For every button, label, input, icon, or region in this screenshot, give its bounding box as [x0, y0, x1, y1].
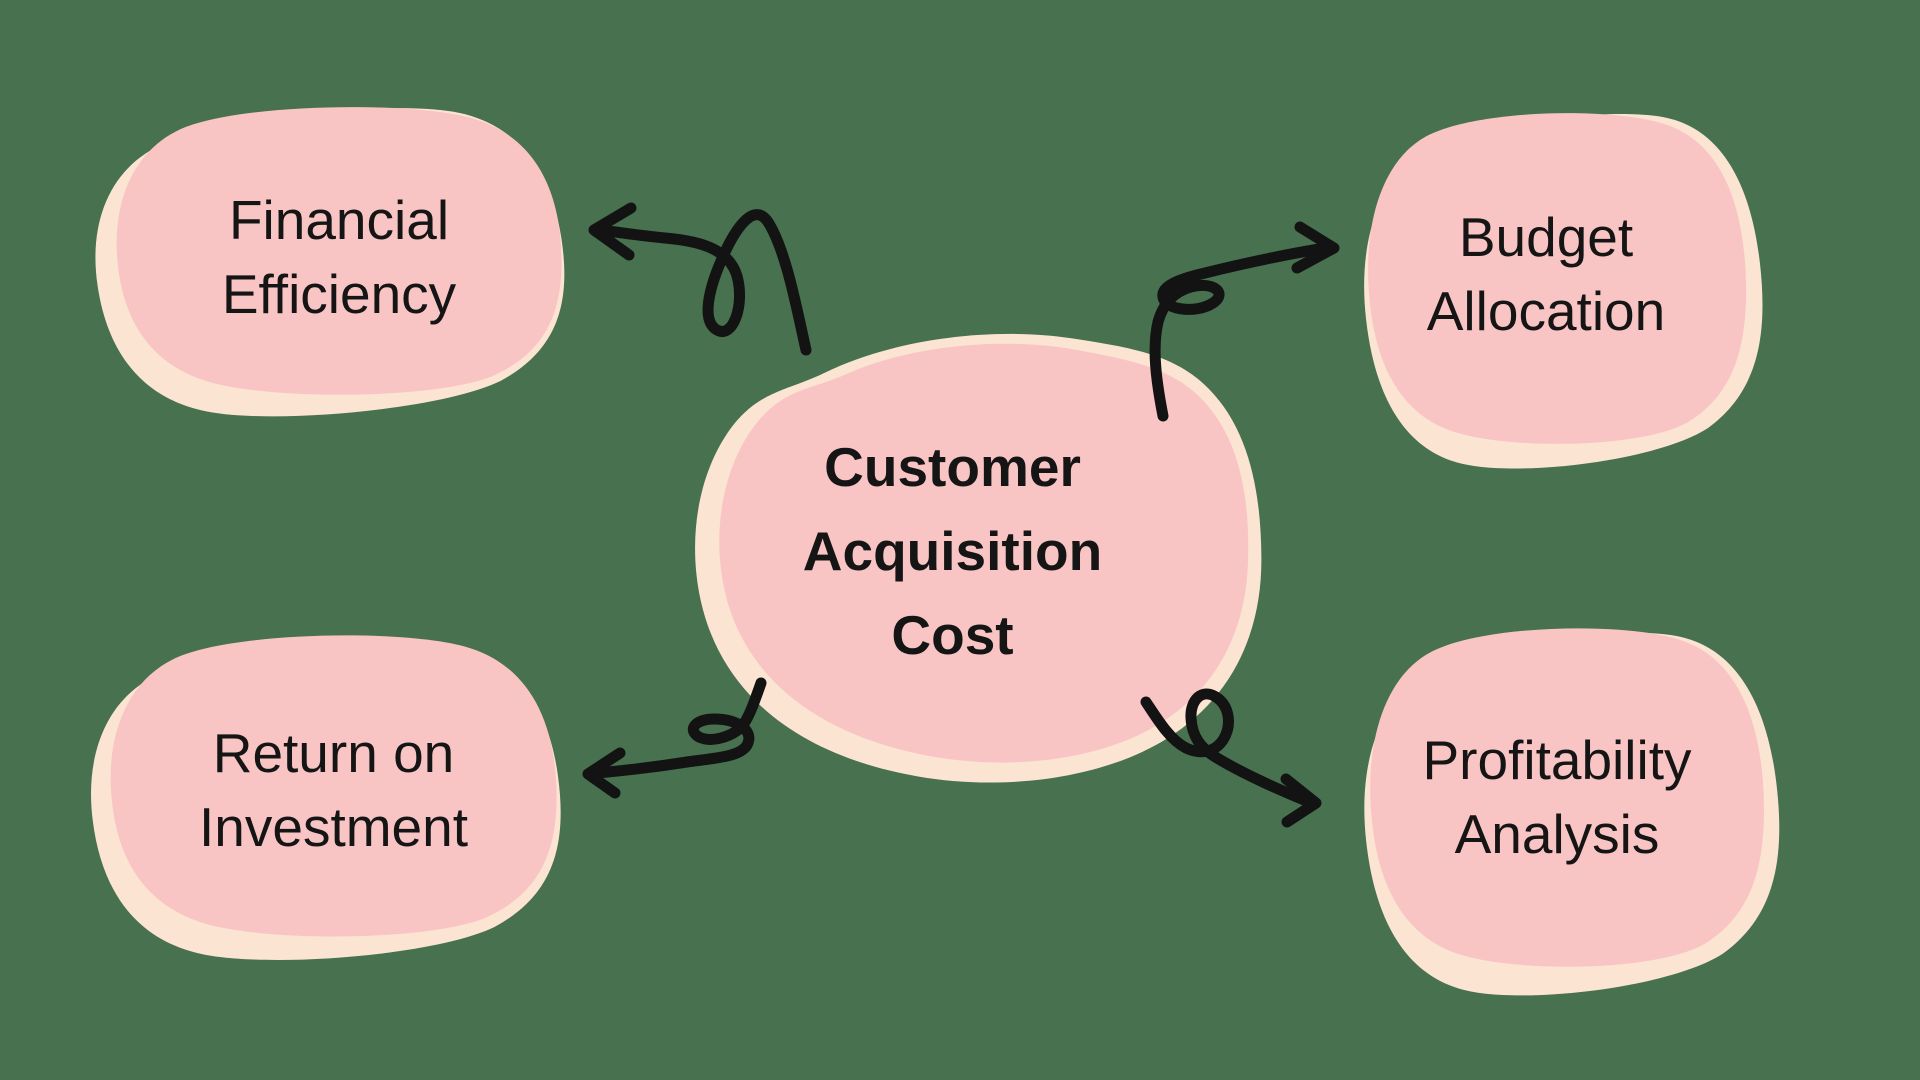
label-line: Customer: [824, 436, 1081, 498]
label-line: Analysis: [1454, 802, 1660, 865]
label-line: Return on: [212, 722, 455, 784]
node-profitability-analysis[interactable]: Profitability Analysis: [1353, 614, 1790, 1015]
label-line: Allocation: [1426, 279, 1666, 342]
node-financial-efficiency[interactable]: Financial Efficiency: [83, 92, 576, 433]
node-label-budget-allocation: Budget Allocation: [1365, 105, 1749, 450]
arrow-curl: [594, 209, 812, 356]
label-line: Budget: [1458, 205, 1634, 268]
node-label-return-on-investment: Return on Investment: [107, 628, 560, 942]
arrowhead-icon: [1280, 773, 1322, 828]
label-line: Financial: [228, 189, 450, 251]
label-line: Investment: [198, 796, 468, 858]
arrowhead-icon: [1291, 221, 1340, 274]
node-label-financial-efficiency: Financial Efficiency: [113, 100, 565, 400]
arrowhead-icon: [582, 747, 626, 799]
node-budget-allocation[interactable]: Budget Allocation: [1353, 96, 1773, 488]
arrowhead-icon: [588, 202, 637, 261]
arrow-to-financial-efficiency: [588, 202, 812, 356]
node-customer-acquisition-cost[interactable]: Customer Acquisition Cost: [687, 325, 1270, 793]
label-line: Acquisition: [802, 520, 1103, 582]
node-label-profitability-analysis: Profitability Analysis: [1367, 620, 1767, 973]
label-line: Profitability: [1422, 728, 1692, 791]
label-line: Efficiency: [221, 263, 457, 325]
node-return-on-investment[interactable]: Return on Investment: [81, 625, 571, 975]
label-line: Cost: [891, 604, 1014, 666]
node-label-customer-acquisition-cost: Customer Acquisition Cost: [706, 334, 1251, 768]
